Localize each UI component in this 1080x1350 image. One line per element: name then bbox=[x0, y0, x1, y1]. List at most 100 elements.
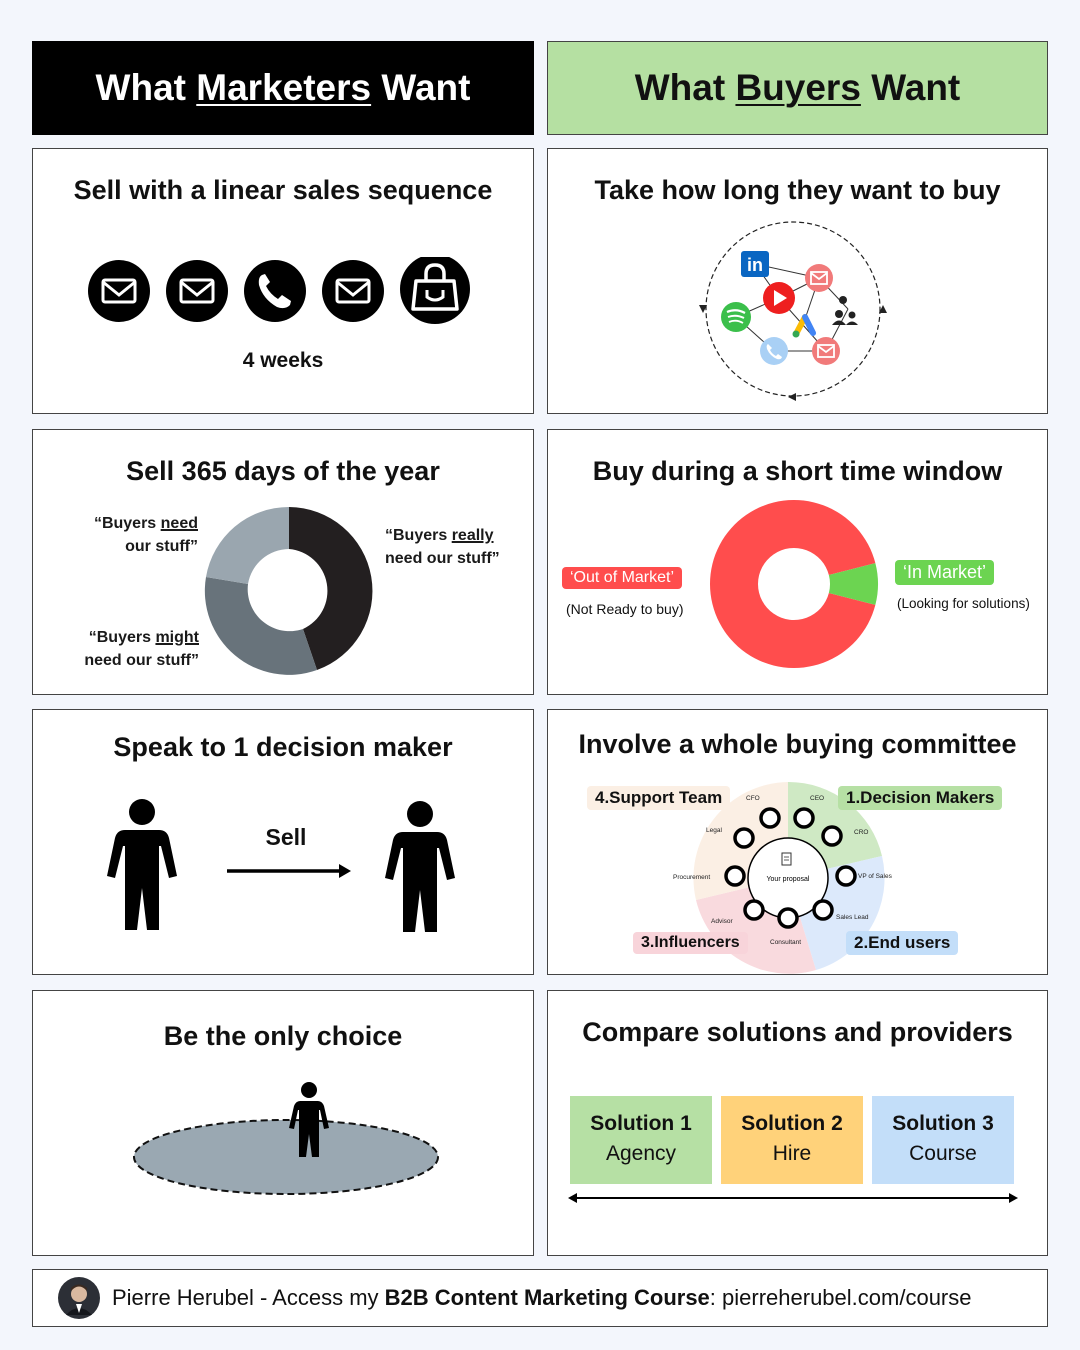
sequence-duration: 4 weeks bbox=[242, 349, 324, 372]
solution-name: Solution 1 bbox=[590, 1112, 692, 1135]
mail-icon bbox=[322, 260, 384, 322]
center-label: Your proposal bbox=[767, 876, 810, 883]
phone-icon bbox=[244, 260, 306, 322]
label-underlined: might bbox=[155, 629, 199, 646]
seller-person-icon bbox=[107, 799, 177, 930]
seat-icon bbox=[835, 865, 857, 887]
panel-title: Buy during a short time window bbox=[592, 456, 1003, 486]
course-link[interactable]: pierreherubel.com/course bbox=[722, 1285, 972, 1310]
seat-icon bbox=[777, 907, 799, 929]
seat-icon bbox=[759, 807, 781, 829]
buyers-header-post: Want bbox=[871, 67, 961, 108]
segment-really-need bbox=[289, 507, 373, 670]
marketers-header-post: Want bbox=[381, 67, 471, 108]
role-label: Procurement bbox=[673, 874, 710, 881]
footer-course: B2B Content Marketing Course bbox=[384, 1285, 710, 1310]
market-ellipse bbox=[133, 1119, 439, 1195]
document-icon bbox=[781, 852, 792, 866]
role-label: Consultant bbox=[770, 939, 801, 946]
panel-sell-365: Sell 365 days of the year “Buyers need o… bbox=[32, 429, 534, 695]
out-of-market-tag: ‘Out of Market’ bbox=[562, 567, 683, 589]
mail-icon bbox=[812, 337, 840, 365]
seat-icon bbox=[724, 865, 746, 887]
phone-icon bbox=[760, 337, 788, 365]
panel-title: Sell with a linear sales sequence bbox=[73, 175, 493, 205]
panel-only-choice: Be the only choice bbox=[32, 990, 534, 1256]
seat-icon bbox=[743, 899, 765, 921]
only-choice-illustration bbox=[133, 1082, 439, 1195]
panel-linear-sequence: Sell with a linear sales sequence 4 w bbox=[32, 148, 534, 414]
role-label: Legal bbox=[706, 827, 722, 834]
panel-title: Compare solutions and providers bbox=[582, 1017, 1013, 1047]
role-label: CFO bbox=[746, 795, 760, 802]
segment-in-market bbox=[828, 563, 878, 605]
solution-card: Solution 2 Hire bbox=[721, 1096, 863, 1184]
label-text: “Buyers bbox=[385, 527, 452, 544]
solution-name: Solution 3 bbox=[892, 1112, 994, 1135]
label-buyers-really-need: “Buyers really need our stuff” bbox=[385, 524, 515, 570]
panel-buying-committee: Involve a whole buying committee Your pr… bbox=[547, 709, 1048, 975]
role-label: CRO bbox=[854, 829, 868, 836]
footer-author: Pierre Herubel bbox=[112, 1285, 254, 1310]
person-icon bbox=[289, 1082, 329, 1157]
footer-url-prefix: : bbox=[709, 1285, 723, 1310]
footer-text: Pierre Herubel - Access my B2B Content M… bbox=[112, 1285, 972, 1311]
double-arrow-icon bbox=[568, 1193, 1018, 1203]
solution-name: Solution 2 bbox=[741, 1112, 843, 1135]
decision-maker-person-icon bbox=[385, 801, 455, 932]
label-buyers-need: “Buyers need our stuff” bbox=[78, 512, 198, 558]
role-label: CEO bbox=[810, 795, 824, 802]
spotify-icon bbox=[721, 302, 751, 332]
panel-title: Speak to 1 decision maker bbox=[113, 732, 453, 762]
marketers-header: What Marketers Want bbox=[32, 41, 534, 135]
panel-buyer-timeline: Take how long they want to buy in bbox=[547, 148, 1048, 414]
panel-title: Sell 365 days of the year bbox=[126, 456, 440, 486]
mail-icon bbox=[88, 260, 150, 322]
buyer-journey-diagram: in bbox=[699, 221, 887, 401]
buyers-header-pre: What bbox=[634, 67, 726, 108]
seat-icon bbox=[733, 827, 755, 849]
label-underlined: really bbox=[451, 527, 494, 544]
solution-card: Solution 3 Course bbox=[872, 1096, 1014, 1184]
footer-middle: - Access my bbox=[253, 1285, 385, 1310]
sell-arrow-label: Sell bbox=[265, 824, 307, 850]
role-label: VP of Sales bbox=[858, 873, 893, 880]
youtube-icon bbox=[763, 282, 795, 314]
seat-icon bbox=[821, 825, 843, 847]
seat-icon bbox=[793, 807, 815, 829]
author-avatar bbox=[58, 1277, 100, 1319]
panel-short-window: Buy during a short time window ‘Out of M… bbox=[547, 429, 1048, 695]
segment-need bbox=[206, 506, 289, 584]
right-arrow-icon bbox=[227, 864, 351, 878]
label-underlined: need bbox=[160, 515, 198, 532]
buyer-intent-donut bbox=[204, 506, 373, 675]
label-buyers-might-need: “Buyers might need our stuff” bbox=[73, 626, 199, 672]
market-donut bbox=[710, 500, 878, 668]
label-text: need our stuff” bbox=[84, 652, 199, 669]
shopping-bag-icon bbox=[400, 257, 470, 324]
sequence-icons bbox=[88, 257, 470, 324]
google-ads-icon bbox=[792, 314, 816, 338]
panel-decision-maker: Speak to 1 decision maker Sell bbox=[32, 709, 534, 975]
panel-compare: Compare solutions and providers Solution… bbox=[547, 990, 1048, 1256]
buyers-header-underlined: Buyers bbox=[735, 67, 861, 108]
group-end-users: 2.End users bbox=[846, 931, 959, 955]
in-market-tag: ‘In Market’ bbox=[895, 560, 995, 585]
solution-type: Agency bbox=[605, 1142, 677, 1165]
segment-might-need bbox=[204, 577, 317, 675]
solution-type: Course bbox=[909, 1142, 977, 1165]
mail-icon bbox=[166, 260, 228, 322]
svg-text:in: in bbox=[747, 255, 763, 275]
linkedin-icon: in bbox=[741, 251, 769, 277]
role-label: Advisor bbox=[711, 918, 734, 925]
label-text: “Buyers bbox=[88, 629, 156, 646]
committee-diagram: Your proposal CFO CEO CRO VP of Sales Sa… bbox=[673, 781, 893, 974]
group-influencers: 3.Influencers bbox=[633, 932, 748, 954]
group-support-team: 4.Support Team bbox=[587, 786, 731, 810]
solution-card: Solution 1 Agency bbox=[570, 1096, 712, 1184]
panel-title: Take how long they want to buy bbox=[594, 175, 1001, 205]
in-market-sub: (Looking for solutions) bbox=[897, 596, 1030, 611]
out-of-market-sub: (Not Ready to buy) bbox=[566, 601, 684, 617]
footer: Pierre Herubel - Access my B2B Content M… bbox=[32, 1269, 1048, 1327]
panel-title: Be the only choice bbox=[163, 1021, 403, 1051]
